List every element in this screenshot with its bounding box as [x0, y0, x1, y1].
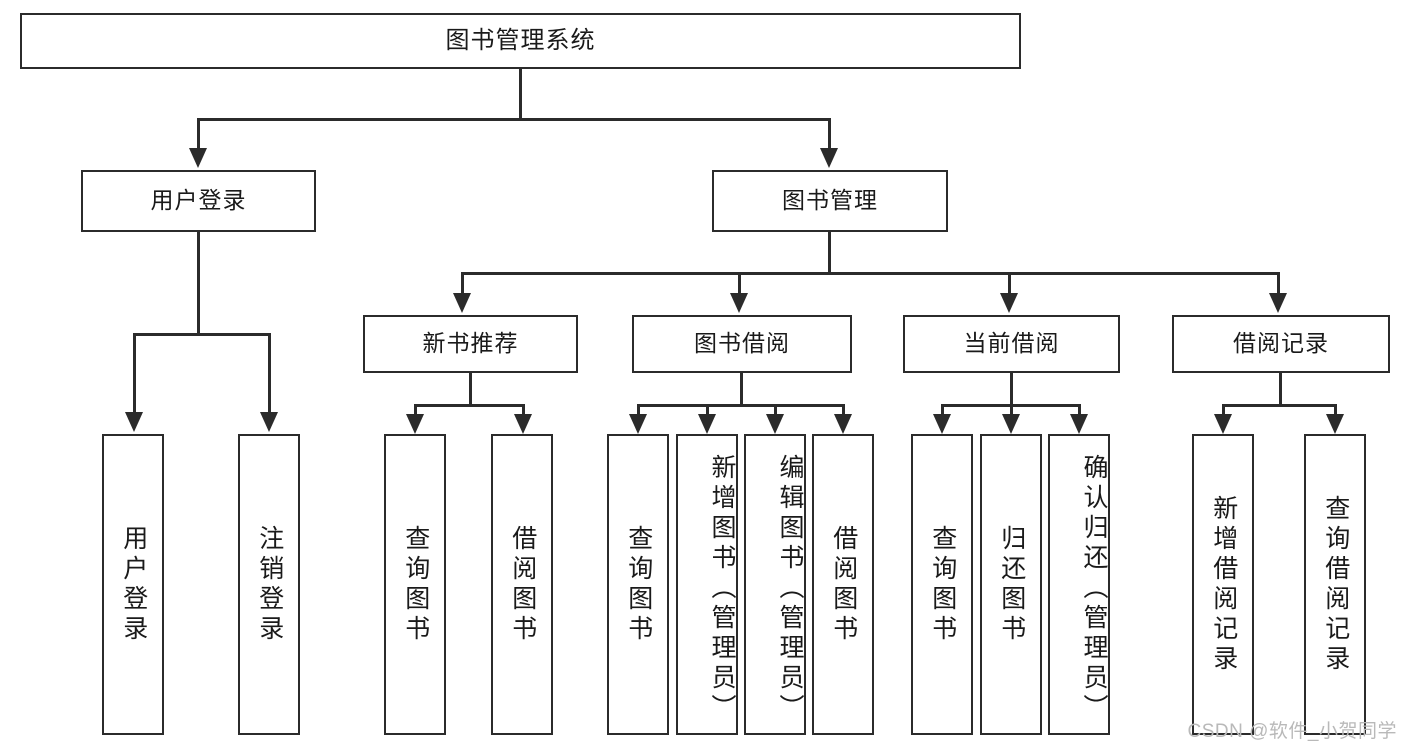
connector-nb-to-query — [414, 404, 417, 416]
connector-new-book-bus — [414, 404, 525, 407]
leaf-current-borrow-confirm-return[interactable]: 确认归还（管理员） — [1048, 434, 1110, 735]
arrowhead-cb-to-query — [933, 414, 951, 434]
leaf-new-book-borrow-book[interactable]: 借阅图书 — [491, 434, 553, 735]
watermark-text: CSDN @软件_小贺同学 — [1187, 721, 1397, 742]
connector-bm-to-current-borrow — [1008, 272, 1011, 294]
arrowhead-bm-to-current-borrow — [1000, 293, 1018, 313]
arrowhead-bb-to-query — [629, 414, 647, 434]
connector-br-to-add — [1222, 404, 1225, 416]
arrowhead-bb-to-add — [698, 414, 716, 434]
leaf-book-borrow-edit-book[interactable]: 编辑图书（管理员） — [744, 434, 806, 735]
connector-book-management-stem — [828, 232, 831, 274]
node-book-borrow[interactable]: 图书借阅 — [632, 315, 852, 373]
connector-bb-to-query — [637, 404, 640, 416]
leaf-borrow-record-query-record[interactable]: 查询借阅记录 — [1304, 434, 1366, 735]
connector-borrow-record-bus — [1222, 404, 1337, 407]
connector-new-book-stem — [469, 373, 472, 406]
arrowhead-bm-to-book-borrow — [730, 293, 748, 313]
arrowhead-br-to-query — [1326, 414, 1344, 434]
connector-user-login-to-logout — [268, 333, 271, 413]
connector-cb-to-query — [941, 404, 944, 416]
connector-book-management-bus — [461, 272, 1280, 275]
arrowhead-bm-to-borrow-record — [1269, 293, 1287, 313]
connector-current-borrow-stem — [1010, 373, 1013, 406]
connector-root-bus — [197, 118, 831, 121]
connector-bm-to-new-book — [461, 272, 464, 294]
connector-bb-to-edit — [774, 404, 777, 416]
arrowhead-bb-to-borrow — [834, 414, 852, 434]
connector-root-to-user-login — [197, 118, 200, 149]
leaf-current-borrow-return-book[interactable]: 归还图书 — [980, 434, 1042, 735]
leaf-user-login-logout[interactable]: 注销登录 — [238, 434, 300, 735]
arrowhead-nb-to-query — [406, 414, 424, 434]
connector-bm-to-borrow-record — [1277, 272, 1280, 294]
connector-bb-to-add — [706, 404, 709, 416]
arrowhead-root-to-book-manage — [820, 148, 838, 168]
arrowhead-user-login-to-logout — [260, 412, 278, 432]
arrowhead-user-login-to-login — [125, 412, 143, 432]
leaf-book-borrow-query-book[interactable]: 查询图书 — [607, 434, 669, 735]
leaf-borrow-record-add-record[interactable]: 新增借阅记录 — [1192, 434, 1254, 735]
leaf-user-login-login[interactable]: 用户登录 — [102, 434, 164, 735]
connector-br-to-query — [1334, 404, 1337, 416]
connector-user-login-stem — [197, 232, 200, 335]
node-user-login[interactable]: 用户登录 — [81, 170, 316, 232]
leaf-book-borrow-borrow-book[interactable]: 借阅图书 — [812, 434, 874, 735]
arrowhead-root-to-user-login — [189, 148, 207, 168]
node-root-system[interactable]: 图书管理系统 — [20, 13, 1021, 69]
connector-user-login-bus — [133, 333, 271, 336]
connector-bm-to-book-borrow — [738, 272, 741, 294]
leaf-new-book-query-book[interactable]: 查询图书 — [384, 434, 446, 735]
connector-cb-to-confirm — [1078, 404, 1081, 416]
connector-book-borrow-stem — [740, 373, 743, 406]
node-book-management[interactable]: 图书管理 — [712, 170, 948, 232]
leaf-current-borrow-query-book[interactable]: 查询图书 — [911, 434, 973, 735]
connector-cb-to-return — [1010, 404, 1013, 416]
node-current-borrow[interactable]: 当前借阅 — [903, 315, 1120, 373]
arrowhead-nb-to-borrow — [514, 414, 532, 434]
connector-book-borrow-bus — [637, 404, 845, 407]
arrowhead-bb-to-edit — [766, 414, 784, 434]
connector-root-stem — [519, 69, 522, 119]
node-new-book-recommend[interactable]: 新书推荐 — [363, 315, 578, 373]
connector-user-login-to-login — [133, 333, 136, 413]
arrowhead-bm-to-new-book — [453, 293, 471, 313]
node-borrow-record[interactable]: 借阅记录 — [1172, 315, 1390, 373]
connector-root-to-book-manage — [828, 118, 831, 149]
arrowhead-br-to-add — [1214, 414, 1232, 434]
connector-bb-to-borrow — [842, 404, 845, 416]
arrowhead-cb-to-return — [1002, 414, 1020, 434]
arrowhead-cb-to-confirm — [1070, 414, 1088, 434]
connector-borrow-record-stem — [1279, 373, 1282, 406]
leaf-book-borrow-add-book[interactable]: 新增图书（管理员） — [676, 434, 738, 735]
connector-nb-to-borrow — [522, 404, 525, 416]
